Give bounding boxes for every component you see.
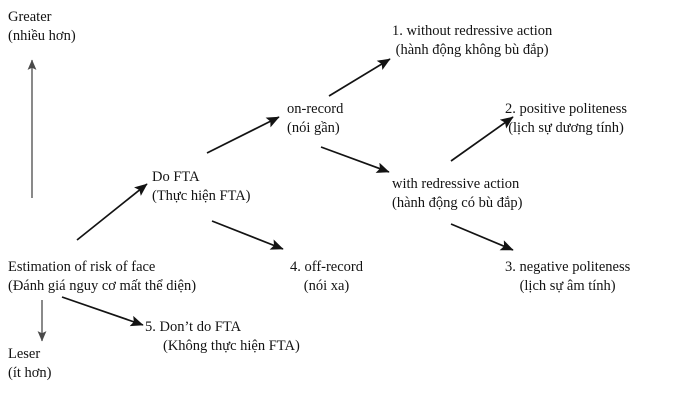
node-positive-politeness-line-en: 2. positive politeness	[505, 101, 628, 117]
node-do-fta-line-en: Do FTA	[152, 169, 200, 185]
node-positive-politeness: 2. positive politeness (lịch sự dương tí…	[505, 100, 627, 138]
node-on-record-line-vi: (nói gần)	[287, 119, 340, 136]
node-with-redressive-line-vi: (hành động có bù đắp)	[392, 194, 523, 211]
edge-estimation-to-do-fta	[76, 183, 148, 241]
node-do-fta-line-vi: (Thực hiện FTA)	[152, 187, 251, 204]
edge-on-record-to-with-redressive	[320, 146, 390, 173]
node-negative-politeness: 3. negative politeness (lịch sự âm tính)	[505, 258, 630, 296]
edge-do-fta-to-off-record	[211, 220, 284, 250]
edge-with-redressive-to-positive-politeness	[450, 116, 514, 162]
node-off-record: 4. off-record (nói xa)	[290, 258, 363, 296]
scale-greater-vi: (nhiều hơn)	[8, 27, 76, 44]
node-with-redressive-action: with redressive action (hành động có bù …	[392, 175, 522, 213]
node-on-record: on-record (nói gần)	[287, 100, 343, 138]
scale-leser-en: Leser	[8, 346, 41, 362]
node-without-redressive-line-en: 1. without redressive action	[392, 23, 553, 39]
node-off-record-line-en: 4. off-record	[290, 259, 364, 275]
node-dont-do-fta: 5. Don’t do FTA (Không thực hiện FTA)	[145, 318, 300, 356]
node-do-fta: Do FTA (Thực hiện FTA)	[152, 168, 251, 206]
edge-estimation-to-dont-do-fta	[61, 296, 144, 327]
node-without-redressive-line-vi: (hành động không bù đắp)	[395, 41, 549, 58]
node-positive-politeness-line-vi: (lịch sự dương tính)	[508, 119, 624, 136]
node-on-record-line-en: on-record	[287, 101, 344, 117]
scale-label-greater: Greater (nhiều hơn)	[8, 8, 76, 46]
node-estimation-line-vi: (Đánh giá nguy cơ mất thể diện)	[8, 277, 197, 294]
node-without-redressive-action: 1. without redressive action (hành động …	[392, 22, 552, 60]
node-estimation-of-risk-of-face: Estimation of risk of face (Đánh giá ngu…	[8, 258, 196, 296]
node-dont-do-fta-line-vi: (Không thực hiện FTA)	[163, 337, 300, 354]
node-negative-politeness-line-en: 3. negative politeness	[505, 259, 631, 275]
edge-with-redressive-to-negative-politeness	[450, 223, 514, 251]
edge-do-fta-to-on-record	[206, 116, 280, 154]
scale-leser-vi: (ít hơn)	[8, 364, 52, 381]
scale-greater-en: Greater	[8, 9, 52, 25]
node-dont-do-fta-line-en: 5. Don’t do FTA	[145, 319, 242, 335]
edge-on-record-to-without-redressive	[328, 58, 391, 97]
node-negative-politeness-line-vi: (lịch sự âm tính)	[519, 277, 616, 294]
node-off-record-line-vi: (nói xa)	[303, 277, 350, 294]
scale-label-leser: Leser (ít hơn)	[8, 345, 52, 383]
node-estimation-line-en: Estimation of risk of face	[8, 259, 156, 275]
node-with-redressive-line-en: with redressive action	[392, 176, 520, 192]
